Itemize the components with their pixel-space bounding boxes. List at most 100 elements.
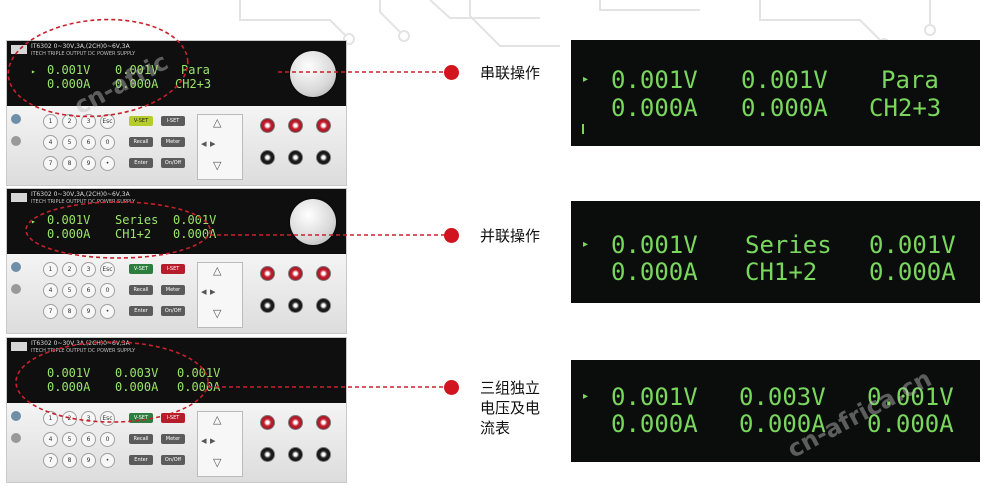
- arrow-up-icon[interactable]: △: [213, 116, 222, 129]
- on-off-button[interactable]: On/Off: [161, 158, 185, 168]
- red-dot-icon: [444, 65, 459, 80]
- key-esc[interactable]: Esc: [100, 262, 115, 277]
- key-1[interactable]: 1: [43, 114, 58, 129]
- power-switch[interactable]: [11, 136, 21, 146]
- itech-logo: [11, 193, 27, 202]
- arrow-down-icon[interactable]: ▽: [213, 159, 222, 172]
- label-parallel-operation: 并联操作: [480, 227, 541, 245]
- recall-button[interactable]: Recall: [129, 285, 153, 295]
- key-6[interactable]: 6: [81, 135, 96, 150]
- terminal-ch3-positive: [316, 266, 331, 281]
- key-3[interactable]: 3: [81, 411, 96, 426]
- key-5[interactable]: 5: [62, 135, 77, 150]
- rotary-knob[interactable]: [290, 51, 336, 97]
- cursor-icon: ▸: [583, 391, 589, 402]
- on-off-button[interactable]: On/Off: [161, 306, 185, 316]
- key-7[interactable]: 7: [43, 304, 58, 319]
- power-led-icon: [11, 411, 21, 421]
- key-7[interactable]: 7: [43, 156, 58, 171]
- label-series-operation: 串联操作: [480, 64, 541, 82]
- key-7[interactable]: 7: [43, 453, 58, 468]
- rotary-knob[interactable]: [290, 199, 336, 245]
- key-2[interactable]: 2: [62, 411, 77, 426]
- lcd-value: 0.000A: [173, 227, 217, 241]
- key-4[interactable]: 4: [43, 283, 58, 298]
- key-0[interactable]: 0: [100, 135, 115, 150]
- key-9[interactable]: 9: [81, 304, 96, 319]
- terminal-ch2-positive: [288, 266, 303, 281]
- terminal-ch1-negative: [260, 447, 275, 462]
- terminal-ch3-negative: [316, 150, 331, 165]
- arrow-pad: △ ◂ ▸ ▽: [197, 114, 243, 180]
- terminal-ch2-negative: [288, 298, 303, 313]
- key-dot[interactable]: •: [100, 453, 115, 468]
- key-3[interactable]: 3: [81, 114, 96, 129]
- highlight-ellipse-2: [25, 201, 211, 259]
- lcd-value: 0.003V: [115, 366, 159, 380]
- key-5[interactable]: 5: [62, 432, 77, 447]
- on-off-button[interactable]: On/Off: [161, 455, 185, 465]
- arrow-pad: △ ◂ ▸ ▽: [197, 411, 243, 477]
- arrow-up-icon[interactable]: △: [213, 413, 222, 426]
- key-4[interactable]: 4: [43, 135, 58, 150]
- key-6[interactable]: 6: [81, 283, 96, 298]
- arrow-up-icon[interactable]: △: [213, 264, 222, 277]
- v-set-button[interactable]: V-SET: [129, 413, 153, 423]
- meter-button[interactable]: Meter: [161, 285, 185, 295]
- lcd-panel-series: ▸ 0.001V 0.001V Para 0.000A 0.000A CH2+3: [571, 40, 980, 146]
- key-9[interactable]: 9: [81, 453, 96, 468]
- terminal-ch1-positive: [260, 118, 275, 133]
- key-1[interactable]: 1: [43, 262, 58, 277]
- key-2[interactable]: 2: [62, 262, 77, 277]
- key-4[interactable]: 4: [43, 432, 58, 447]
- key-8[interactable]: 8: [62, 156, 77, 171]
- i-set-button[interactable]: I-SET: [161, 116, 185, 126]
- recall-button[interactable]: Recall: [129, 137, 153, 147]
- key-0[interactable]: 0: [100, 283, 115, 298]
- v-set-button[interactable]: V-SET: [129, 264, 153, 274]
- key-9[interactable]: 9: [81, 156, 96, 171]
- terminal-ch2-negative: [288, 150, 303, 165]
- enter-button[interactable]: Enter: [129, 158, 153, 168]
- key-8[interactable]: 8: [62, 304, 77, 319]
- terminal-ch3-positive: [316, 118, 331, 133]
- power-switch[interactable]: [11, 284, 21, 294]
- lcd-value: 0.000A: [611, 410, 698, 438]
- arrow-pad: △ ◂ ▸ ▽: [197, 262, 243, 328]
- arrow-left-right-icon[interactable]: ◂ ▸: [201, 285, 216, 298]
- key-0[interactable]: 0: [100, 432, 115, 447]
- meter-button[interactable]: Meter: [161, 137, 185, 147]
- device-subtitle: ITECH TRIPLE OUTPUT DC POWER SUPPLY: [31, 51, 136, 57]
- key-6[interactable]: 6: [81, 432, 96, 447]
- power-switch[interactable]: [11, 433, 21, 443]
- label-line: 三组独立: [480, 379, 541, 397]
- terminal-ch3-negative: [316, 298, 331, 313]
- meter-button[interactable]: Meter: [161, 434, 185, 444]
- i-set-button[interactable]: I-SET: [161, 413, 185, 423]
- lcd-value: 0.001V: [47, 366, 91, 380]
- arrow-down-icon[interactable]: ▽: [213, 307, 222, 320]
- arrow-left-right-icon[interactable]: ◂ ▸: [201, 434, 216, 447]
- key-3[interactable]: 3: [81, 262, 96, 277]
- key-5[interactable]: 5: [62, 283, 77, 298]
- terminal-ch1-negative: [260, 298, 275, 313]
- enter-button[interactable]: Enter: [129, 306, 153, 316]
- lcd-value: 0.001V: [611, 231, 698, 259]
- key-dot[interactable]: •: [100, 304, 115, 319]
- side-controls: [9, 112, 21, 182]
- lcd-value: 0.001V: [47, 213, 91, 227]
- device-subtitle: ITECH TRIPLE OUTPUT DC POWER SUPPLY: [31, 199, 136, 205]
- red-dot-icon: [444, 380, 459, 395]
- recall-button[interactable]: Recall: [129, 434, 153, 444]
- v-set-button[interactable]: V-SET: [129, 116, 153, 126]
- terminal-ch2-negative: [288, 447, 303, 462]
- enter-button[interactable]: Enter: [129, 455, 153, 465]
- arrow-down-icon[interactable]: ▽: [213, 456, 222, 469]
- side-controls: [9, 260, 21, 330]
- arrow-left-right-icon[interactable]: ◂ ▸: [201, 137, 216, 150]
- key-8[interactable]: 8: [62, 453, 77, 468]
- key-2[interactable]: 2: [62, 114, 77, 129]
- i-set-button[interactable]: I-SET: [161, 264, 185, 274]
- key-dot[interactable]: •: [100, 156, 115, 171]
- lcd-value: CH1+2: [745, 258, 818, 286]
